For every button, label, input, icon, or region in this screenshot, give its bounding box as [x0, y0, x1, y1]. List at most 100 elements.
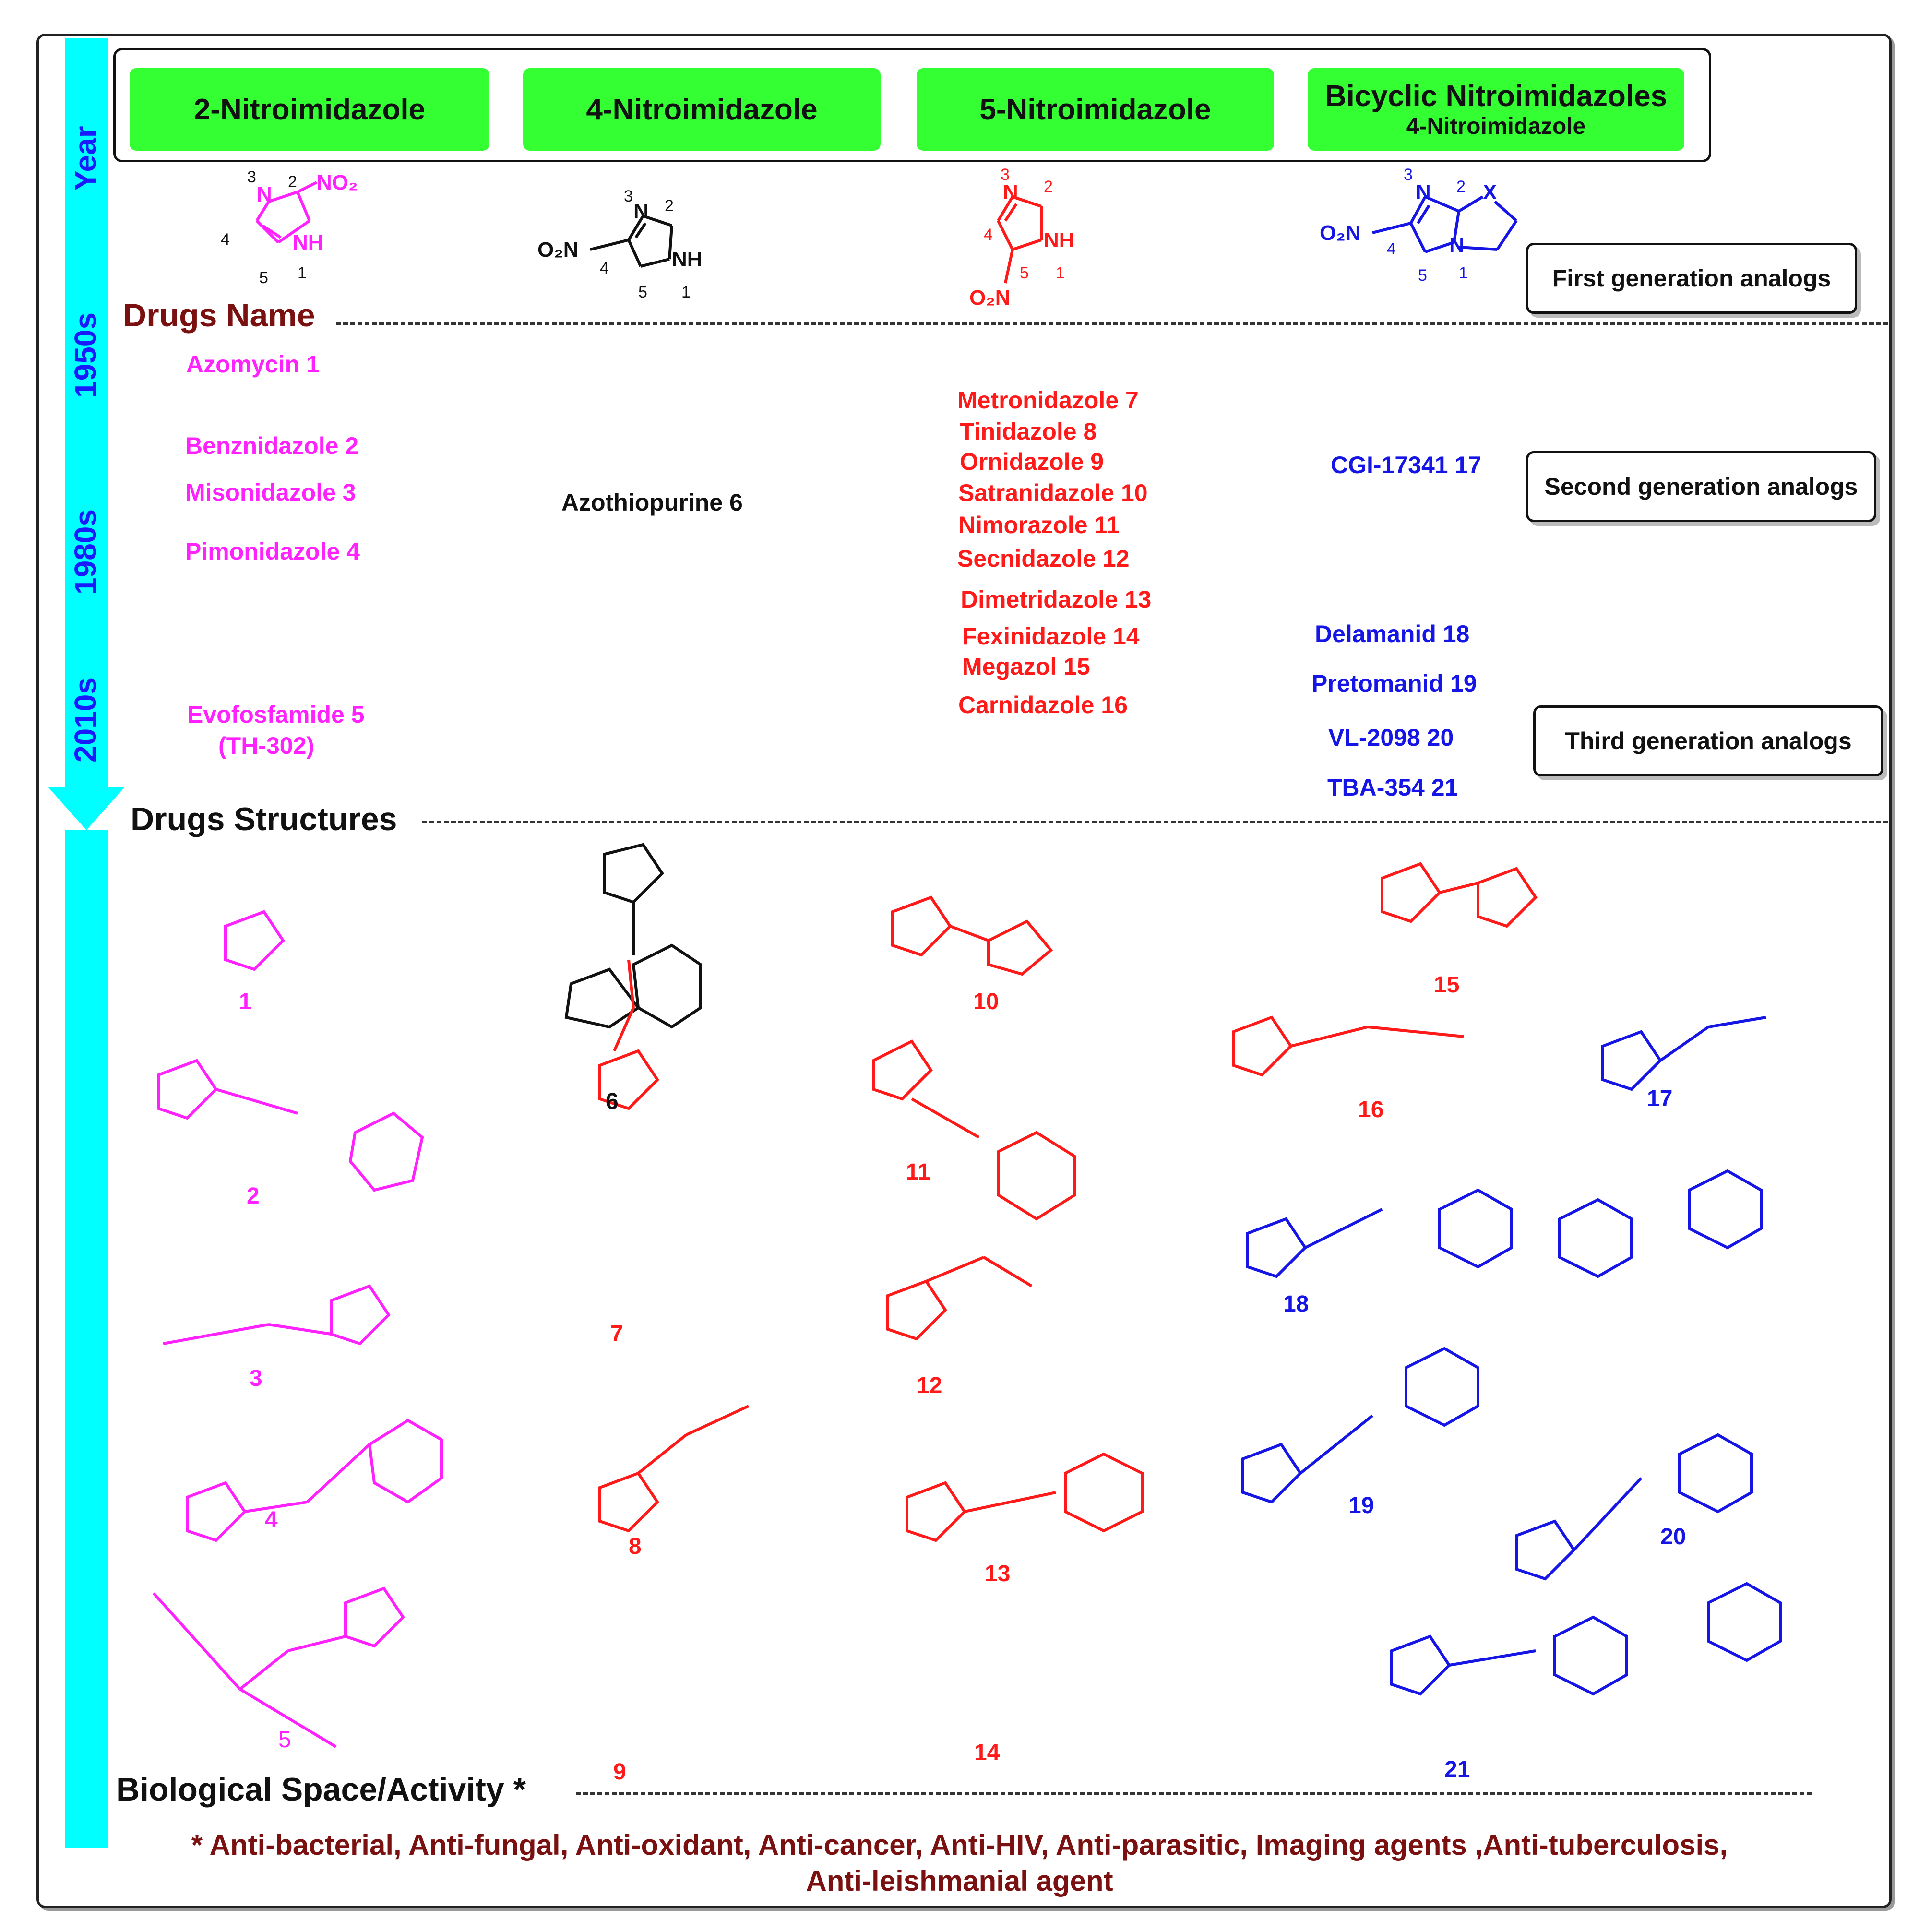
- structure-number: 16: [1358, 1097, 1384, 1122]
- biological-divider: [576, 1792, 1812, 1795]
- structure-number: 1: [239, 989, 252, 1014]
- structure-number: 7: [610, 1321, 623, 1347]
- svg-text:O₂N: O₂N: [537, 238, 579, 262]
- svg-text:5: 5: [1020, 264, 1029, 282]
- year-1950s: 1950s: [68, 312, 103, 398]
- drug-name: Nimorazole 11: [958, 512, 1120, 538]
- drug-name: Ornidazole 9: [960, 448, 1104, 475]
- structure-number: 2: [247, 1183, 260, 1209]
- drug-name: Carnidazole 16: [958, 692, 1128, 718]
- structure-number: 13: [985, 1561, 1011, 1586]
- scaffold-5-nitroimidazole: N NH O₂N 3 2 4 5 1: [969, 166, 1074, 310]
- svg-text:N: N: [1416, 180, 1431, 204]
- svg-text:4: 4: [1387, 240, 1396, 258]
- structure-number: 15: [1434, 972, 1460, 998]
- svg-text:3: 3: [1001, 166, 1010, 184]
- svg-text:1: 1: [1056, 264, 1065, 282]
- class-title: Bicyclic Nitroimidazoles: [1324, 80, 1668, 113]
- structure-number: 3: [250, 1366, 262, 1391]
- svg-text:4: 4: [221, 230, 230, 249]
- svg-text:O₂N: O₂N: [969, 286, 1011, 310]
- drug-name: TBA-354 21: [1327, 774, 1458, 801]
- svg-text:N: N: [1003, 180, 1018, 204]
- svg-text:2: 2: [1456, 178, 1466, 196]
- svg-text:X: X: [1483, 180, 1497, 204]
- drug-name: Benznidazole 2: [185, 432, 359, 459]
- structure-number: 5: [278, 1727, 291, 1753]
- svg-text:4: 4: [984, 226, 993, 244]
- drug-name: Metronidazole 7: [957, 387, 1139, 414]
- drug-name: Dimetridazole 13: [961, 586, 1152, 613]
- header-box: [113, 48, 1711, 162]
- svg-text:1: 1: [1459, 264, 1468, 282]
- drugs-name-divider: [336, 322, 1888, 325]
- structure-number: 11: [906, 1159, 930, 1185]
- structure-number: 10: [973, 989, 999, 1014]
- drug-name: Misonidazole 3: [185, 479, 356, 506]
- svg-text:2: 2: [665, 197, 674, 215]
- structure-number: 12: [917, 1373, 942, 1398]
- structures-2-nitro: [152, 910, 443, 1748]
- asterisk: *: [513, 1771, 526, 1808]
- svg-text:NH: NH: [1044, 228, 1074, 252]
- structure-number: 6: [606, 1089, 619, 1114]
- structure-number: 21: [1444, 1757, 1470, 1782]
- svg-text:1: 1: [298, 264, 307, 282]
- structure-number: 18: [1283, 1291, 1309, 1317]
- drugs-name-title: Drugs Name: [123, 297, 315, 334]
- svg-text:3: 3: [1404, 166, 1413, 184]
- class-title: 4-Nitroimidazole: [586, 93, 818, 126]
- drug-name: Pretomanid 19: [1311, 670, 1477, 697]
- drug-name: Secnidazole 12: [957, 545, 1130, 572]
- svg-text:N: N: [633, 200, 649, 223]
- svg-text:NH: NH: [293, 231, 323, 254]
- svg-text:3: 3: [247, 168, 256, 186]
- first-generation-box: First generation analogs: [1526, 243, 1857, 314]
- structure-number: 17: [1647, 1086, 1673, 1111]
- third-generation-box: Third generation analogs: [1533, 705, 1883, 776]
- structure-number: 9: [613, 1759, 626, 1785]
- drug-name: Azomycin 1: [186, 351, 320, 378]
- biological-activity-line1: * Anti-bacterial, Anti-fungal, Anti-oxid…: [191, 1829, 1728, 1861]
- drug-name: Megazol 15: [962, 653, 1090, 680]
- structures-5-nitro: [598, 862, 1538, 1542]
- year-label: Year: [68, 126, 103, 191]
- drug-name: Azothiopurine 6: [561, 489, 743, 516]
- class-title: 5-Nitroimidazole: [979, 93, 1211, 126]
- drug-name: (TH-302): [218, 732, 315, 759]
- drug-name: CGI-17341 17: [1331, 452, 1482, 478]
- year-2010s: 2010s: [68, 677, 103, 763]
- svg-text:N: N: [1449, 233, 1465, 257]
- structures-bicyclic: [1241, 1016, 1782, 1696]
- class-title: 2-Nitroimidazole: [193, 93, 426, 126]
- second-generation-box: Second generation analogs: [1526, 451, 1876, 522]
- structure-sketches: [152, 843, 1782, 1748]
- svg-text:5: 5: [638, 283, 647, 301]
- svg-text:2: 2: [288, 173, 297, 191]
- timeline-arrow: [48, 38, 125, 1848]
- class-2-nitroimidazole: 2-Nitroimidazole: [130, 68, 489, 151]
- drug-name: Pimonidazole 4: [185, 538, 360, 565]
- structures-4-nitro: [564, 843, 702, 1029]
- year-1980s: 1980s: [68, 509, 103, 595]
- drug-name: Tinidazole 8: [960, 418, 1097, 445]
- svg-text:1: 1: [681, 283, 691, 301]
- drug-name: Delamanid 18: [1315, 620, 1470, 647]
- figure-frame: [36, 34, 1892, 1908]
- structure-number: 20: [1660, 1524, 1686, 1550]
- biological-activity-line2: Anti-leishmanial agent: [806, 1865, 1113, 1897]
- drugs-structures-title: Drugs Structures: [131, 801, 397, 837]
- drug-name: Satranidazole 10: [958, 479, 1148, 506]
- structure-number: 14: [974, 1740, 1000, 1765]
- class-4-nitroimidazole: 4-Nitroimidazole: [523, 68, 881, 151]
- structure-number: 4: [265, 1507, 278, 1533]
- drugs-structures-divider: [422, 821, 1888, 823]
- svg-text:3: 3: [624, 187, 633, 205]
- svg-text:NO₂: NO₂: [317, 171, 358, 194]
- drug-name: Evofosfamide 5: [187, 701, 365, 728]
- svg-text:2: 2: [1044, 178, 1053, 196]
- svg-text:5: 5: [259, 269, 268, 287]
